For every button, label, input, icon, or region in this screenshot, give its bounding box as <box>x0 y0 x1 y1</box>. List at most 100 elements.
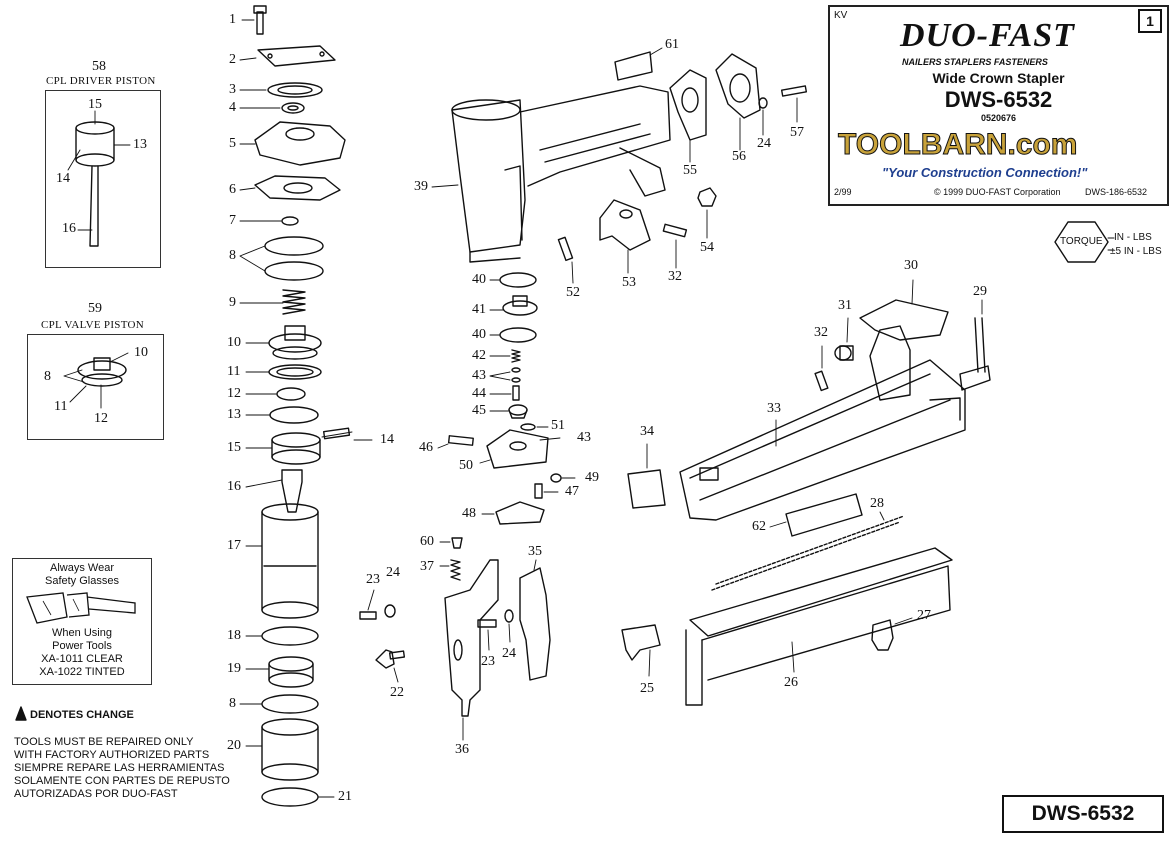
callout-15: 15 <box>227 440 241 455</box>
part-26-track <box>685 547 953 706</box>
part-16-driver <box>281 469 303 513</box>
callout-20: 20 <box>227 738 241 753</box>
part-21-oring <box>261 787 319 807</box>
part-41-valve <box>489 295 538 316</box>
part-3-gasket <box>267 82 323 98</box>
callout-45: 45 <box>472 403 486 418</box>
callout-48: 48 <box>462 506 476 521</box>
callout-53: 53 <box>622 275 636 290</box>
part-45-cap <box>489 404 528 419</box>
part-56-cap <box>715 53 761 151</box>
callout-24-a: 24 <box>386 565 400 580</box>
model-number: DWS-6532 <box>944 87 1053 112</box>
callout-50: 50 <box>459 458 473 473</box>
subassembly-58-drawing <box>67 110 131 247</box>
change-note: DENOTES CHANGE <box>30 709 134 721</box>
sub58-callout-14: 14 <box>56 171 70 186</box>
part-20-sleeve <box>261 718 319 781</box>
callout-33: 33 <box>767 401 781 416</box>
callout-9: 9 <box>229 295 236 310</box>
callout-24-b: 24 <box>502 646 516 661</box>
part-24-washer-a <box>384 604 396 618</box>
part-60-bumper <box>439 537 463 549</box>
part-55-gasket <box>669 69 707 163</box>
safety-line-1: Always Wear <box>50 562 114 574</box>
callout-3: 3 <box>229 82 236 97</box>
part-1-screw <box>253 5 267 35</box>
part-44-stem <box>489 385 520 401</box>
part-39-body <box>431 85 671 263</box>
callout-56: 56 <box>732 149 746 164</box>
safety-glasses-icon <box>26 592 136 624</box>
part-code: 0520676 <box>980 113 1017 123</box>
part-50-housing <box>479 429 561 469</box>
part-19-bumper <box>268 656 314 688</box>
change-marker-triangle <box>15 706 27 721</box>
title-block: KV 1 DUO-FAST NAILERS STAPLERS FASTENERS… <box>828 5 1169 206</box>
part-35-plate <box>519 559 551 681</box>
part-15-piston <box>271 432 321 465</box>
callout-4: 4 <box>229 100 236 115</box>
part-40-oring <box>489 272 537 288</box>
issue-date: 2/99 <box>834 187 852 197</box>
callout-36: 36 <box>455 742 469 757</box>
part-47-screw <box>534 483 559 499</box>
part-7-oring <box>281 216 299 226</box>
callout-49: 49 <box>585 470 599 485</box>
part-22-screw <box>375 649 406 683</box>
part-11-seal <box>268 364 322 380</box>
callout-32-top: 32 <box>668 269 682 284</box>
callout-57: 57 <box>790 125 804 140</box>
callout-11: 11 <box>227 364 241 379</box>
callout-62: 62 <box>752 519 766 534</box>
callout-16: 16 <box>227 479 241 494</box>
callout-34: 34 <box>640 424 654 439</box>
callout-24-top: 24 <box>757 136 771 151</box>
callout-43-a: 43 <box>472 368 486 383</box>
part-9-spring <box>282 289 306 315</box>
callout-44: 44 <box>472 386 486 401</box>
sub59-callout-11: 11 <box>54 399 68 414</box>
callout-26: 26 <box>784 675 798 690</box>
callout-47: 47 <box>565 484 579 499</box>
safety-line-3: When Using <box>52 627 112 639</box>
callout-19: 19 <box>227 661 241 676</box>
safety-line-5: XA-1011 CLEAR <box>41 653 123 665</box>
part-14-pin <box>322 427 351 440</box>
copyright: © 1999 DUO-FAST Corporation <box>934 187 1061 197</box>
subassembly-59-drawing <box>63 352 129 409</box>
part-10-valve-piston <box>268 325 322 360</box>
callout-39: 39 <box>414 179 428 194</box>
part-13-oring <box>269 406 319 424</box>
repair-notes: TOOLS MUST BE REPAIRED ONLY WITH FACTORY… <box>14 736 230 801</box>
callout-31: 31 <box>838 298 852 313</box>
callout-21: 21 <box>338 789 352 804</box>
callout-22: 22 <box>390 685 404 700</box>
subassembly-59-title: CPL VALVE PISTON <box>41 319 145 331</box>
part-49-washer <box>550 473 576 483</box>
brand-logo: DUO-FAST <box>900 17 1075 54</box>
part-36-driver-guide <box>444 559 499 741</box>
part-18-oring <box>261 626 319 646</box>
part-32-pin-right <box>814 345 829 392</box>
callout-17: 17 <box>227 538 241 553</box>
part-46-pin <box>437 435 474 449</box>
footer-model: DWS-6532 <box>1002 795 1164 833</box>
part-48-trigger <box>481 501 545 525</box>
part-23-screw-b <box>477 619 497 651</box>
part-8-oring-lower <box>261 694 319 714</box>
part-31-bushing <box>834 317 854 361</box>
subassembly-59-number: 59 <box>88 301 102 316</box>
part-29-rod <box>959 299 991 391</box>
part-37-spring <box>439 559 461 581</box>
callout-61: 61 <box>665 37 679 52</box>
callout-30: 30 <box>904 258 918 273</box>
doc-number: DWS-186-6532 <box>1085 187 1148 197</box>
part-40-oring-b <box>489 327 537 343</box>
part-53-latch <box>599 199 651 274</box>
part-34-clip <box>627 443 666 509</box>
toolbarn-slogan: "Your Construction Connection!" <box>882 165 1088 180</box>
torque-tolerance: ±5 IN - LBS <box>1110 246 1162 257</box>
callout-40-b: 40 <box>472 327 486 342</box>
callout-25: 25 <box>640 681 654 696</box>
